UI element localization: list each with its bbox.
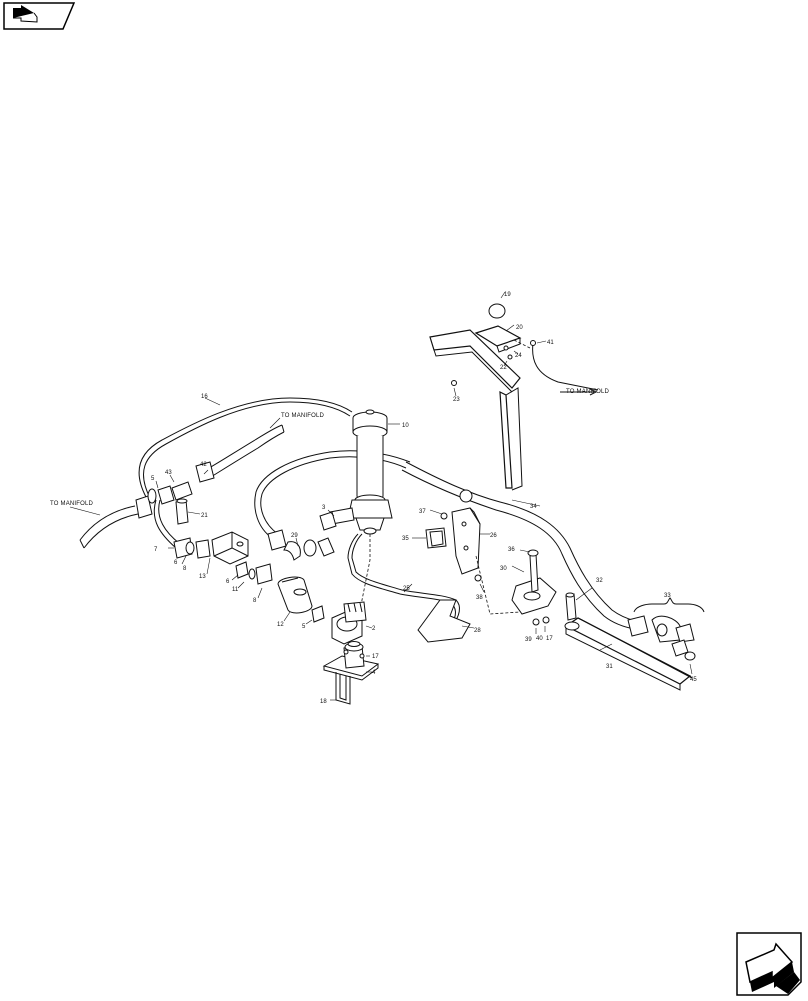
callout-16: 16 — [201, 394, 208, 400]
main-tube-34 — [401, 461, 641, 631]
next-page-button[interactable] — [736, 932, 802, 996]
callout-22: 22 — [500, 365, 507, 371]
tube-mount-assembly — [412, 507, 557, 634]
left-fittings — [147, 469, 209, 525]
callout-labels: 19 20 41 24 22 23 16 10 42 43 5 21 7 6 8… — [151, 292, 697, 705]
callout-11: 11 — [232, 587, 239, 593]
callout-17-right: 17 — [546, 636, 553, 642]
callout-7: 7 — [154, 547, 158, 553]
back-page-arrow-icon — [3, 2, 76, 30]
callout-24: 24 — [515, 353, 522, 359]
note-to-manifold-left: TO MANIFOLD — [50, 501, 94, 507]
callout-37: 37 — [419, 509, 426, 515]
callout-6: 6 — [174, 560, 178, 566]
callout-29: 29 — [291, 533, 298, 539]
callout-23: 23 — [453, 397, 460, 403]
callout-5-upper: 5 — [151, 476, 155, 482]
tube-25-bracket-28 — [399, 583, 475, 643]
lower-left-fittings — [153, 499, 325, 625]
callout-31: 31 — [606, 664, 613, 670]
callout-33: 33 — [664, 593, 671, 599]
note-to-manifold-top: TO MANIFOLD — [281, 413, 325, 419]
callout-40: 40 — [536, 636, 543, 642]
back-page-button[interactable] — [3, 2, 76, 30]
callout-3: 3 — [322, 505, 326, 511]
callout-25: 25 — [403, 586, 410, 592]
callout-4: 4 — [372, 670, 376, 676]
callout-34: 34 — [530, 504, 537, 510]
arrow-to-manifold-right — [560, 388, 598, 396]
callout-28: 28 — [474, 628, 481, 634]
callout-39: 39 — [525, 637, 532, 643]
callout-2: 2 — [372, 626, 376, 632]
hose-to-manifold-left — [69, 495, 153, 549]
callout-26: 26 — [490, 533, 497, 539]
callout-13: 13 — [199, 574, 206, 580]
callout-21: 21 — [201, 513, 208, 519]
upper-bracket-assembly — [429, 291, 599, 491]
callout-30: 30 — [500, 566, 507, 572]
callout-8-lower: 8 — [253, 598, 257, 604]
callout-42: 42 — [200, 462, 207, 468]
callout-32: 32 — [596, 578, 603, 584]
callout-17: 17 — [372, 654, 379, 660]
valve-elbow-mount — [322, 601, 380, 705]
callout-38: 38 — [476, 595, 483, 601]
callout-45: 45 — [690, 677, 697, 683]
callout-12: 12 — [277, 622, 284, 628]
callout-18: 18 — [320, 699, 327, 705]
next-page-arrow-icon — [736, 932, 802, 996]
hose-to-manifold-upper — [195, 417, 285, 483]
callout-8: 8 — [183, 566, 187, 572]
right-pipe-rail — [564, 587, 705, 691]
callout-5: 5 — [302, 624, 306, 630]
callout-36: 36 — [508, 547, 515, 553]
callout-20: 20 — [516, 325, 523, 331]
callout-35: 35 — [402, 536, 409, 542]
callout-41: 41 — [547, 340, 554, 346]
filter-assembly — [319, 409, 403, 631]
hose-16 — [138, 397, 353, 499]
callout-19: 19 — [504, 292, 511, 298]
callout-43: 43 — [165, 470, 172, 476]
callout-10: 10 — [402, 423, 409, 429]
callout-6-lower: 6 — [226, 579, 230, 585]
